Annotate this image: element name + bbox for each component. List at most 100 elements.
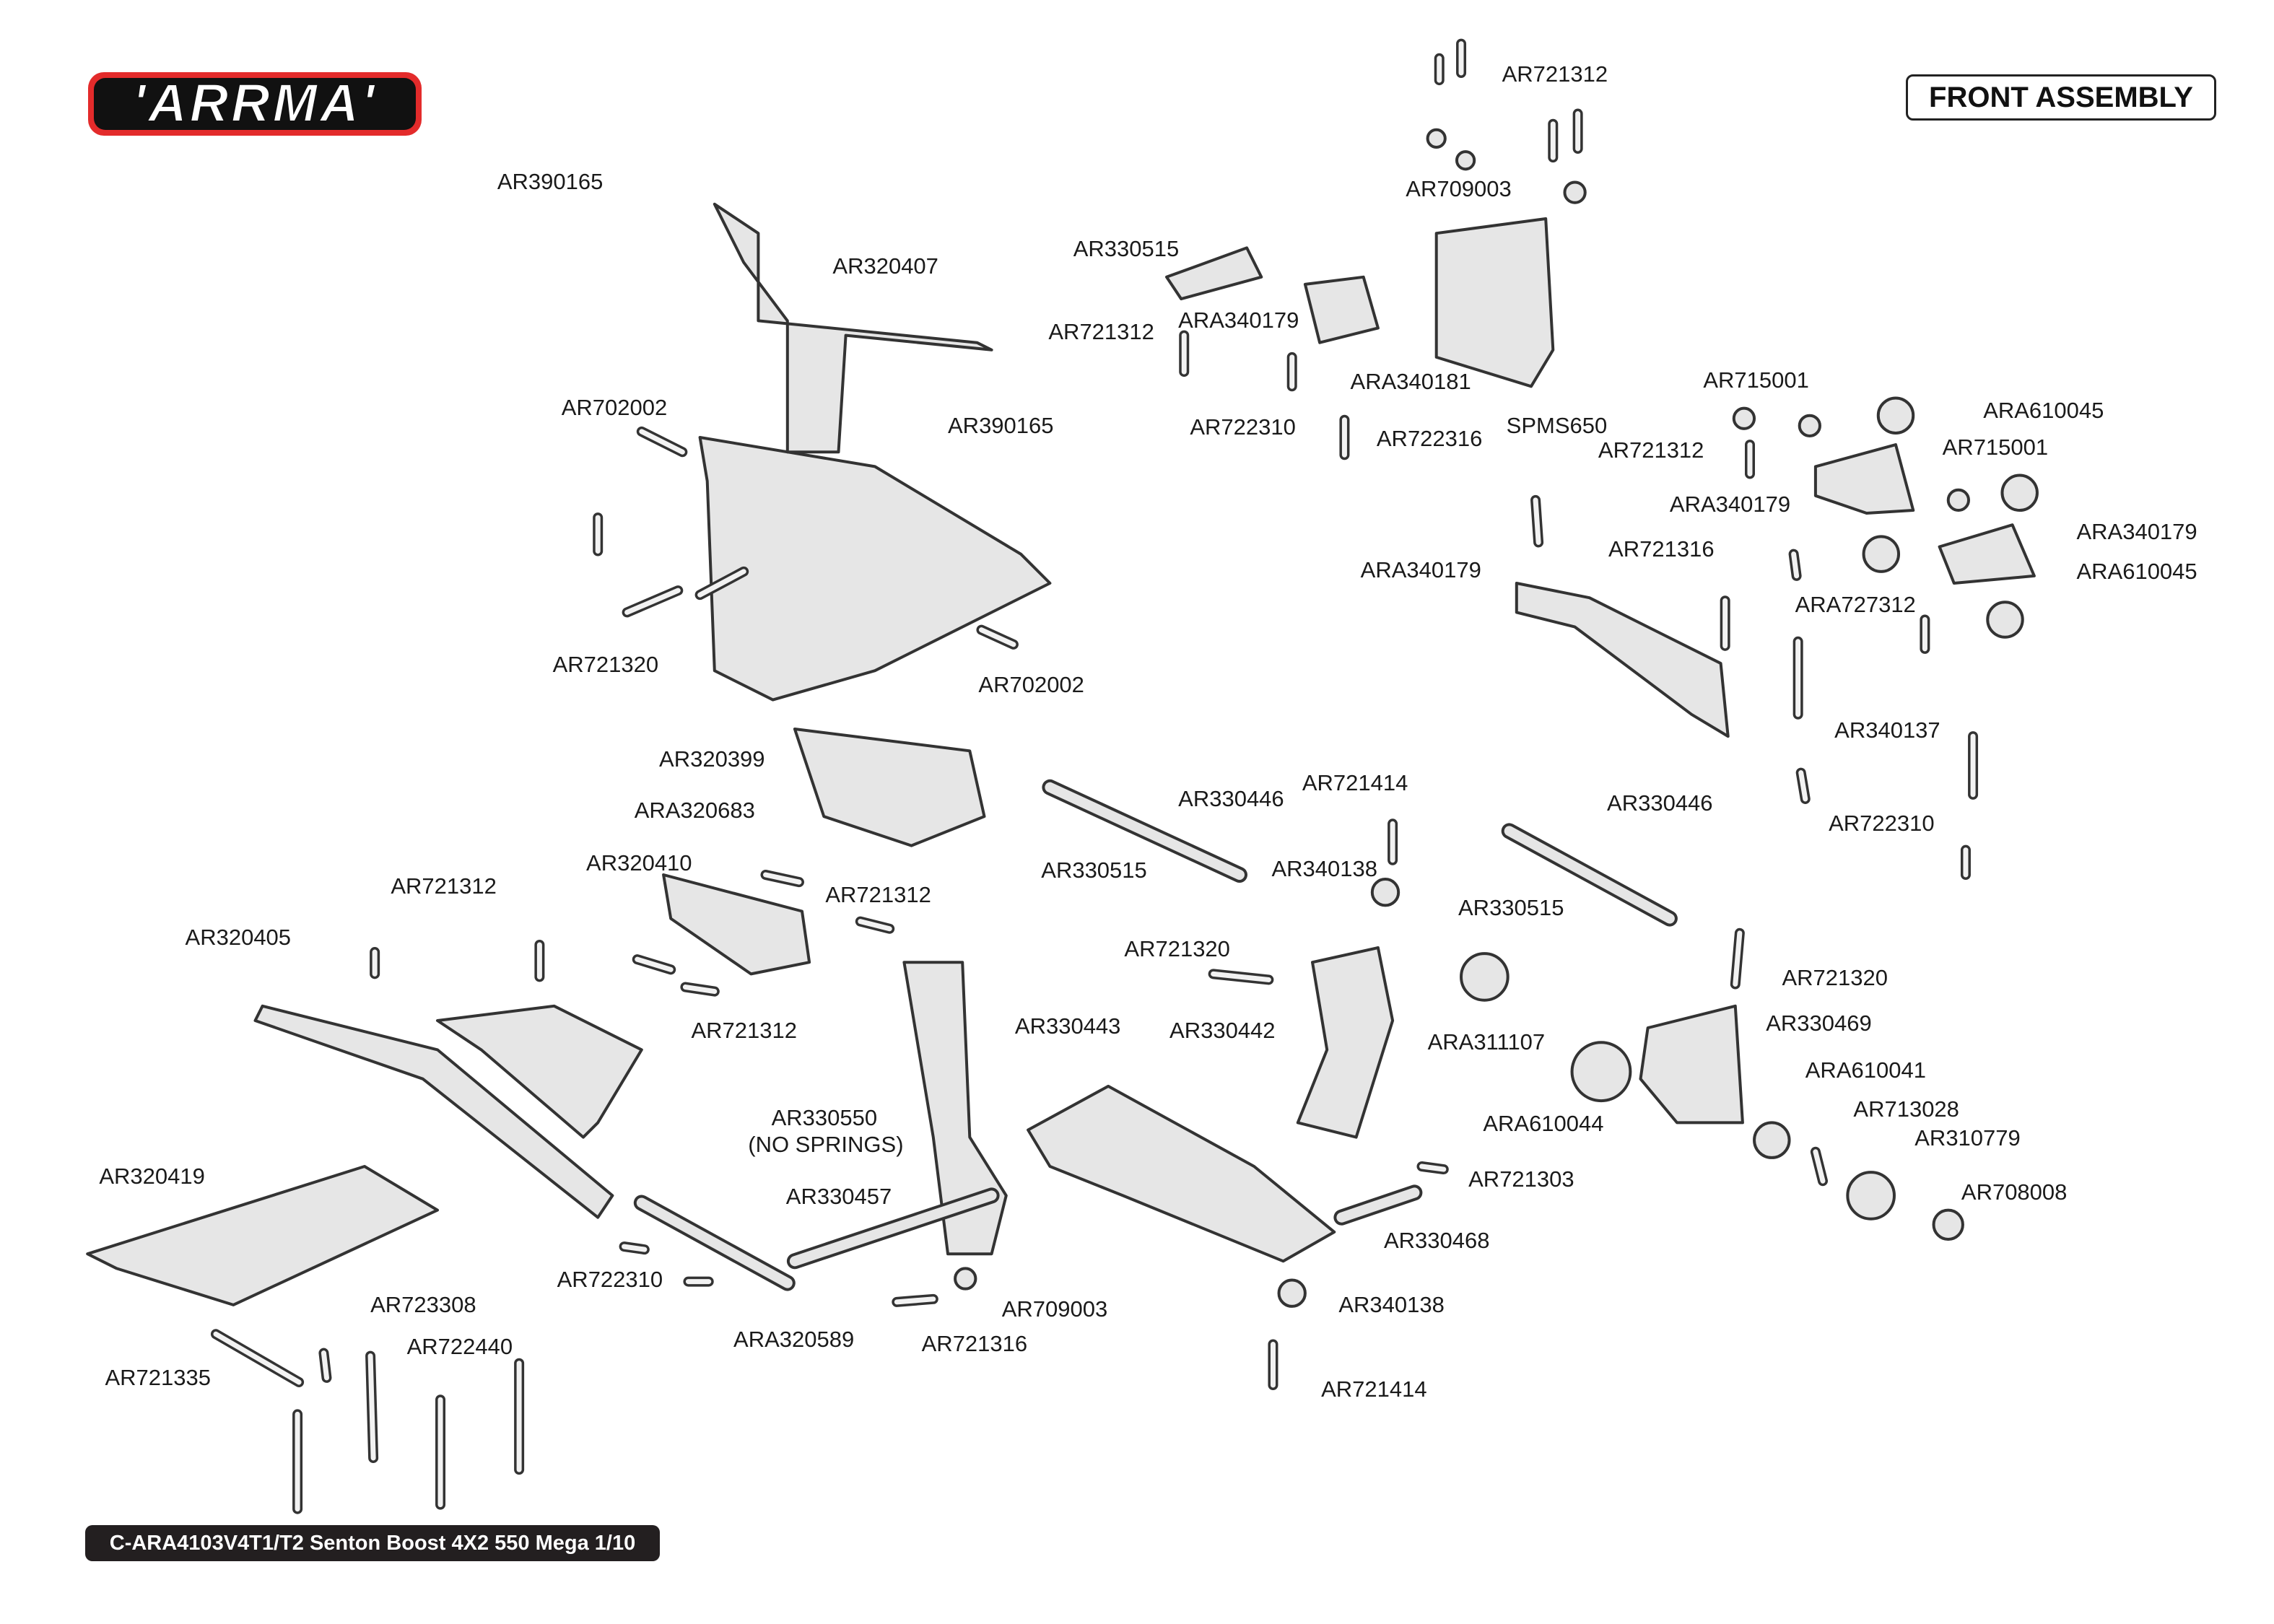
bellcrank-right [1938, 523, 2036, 585]
shock [902, 961, 1008, 1256]
part-label: ARA340179 [1360, 556, 1481, 582]
screw-shank [1211, 971, 1271, 982]
screw-shank [1533, 497, 1541, 545]
part-label: AR709003 [1406, 176, 1512, 202]
part-label: SPMS650 [1506, 412, 1608, 438]
part-label: ARA320683 [634, 797, 755, 823]
part-label: AR722310 [557, 1267, 663, 1293]
part-label: AR709003 [1001, 1296, 1108, 1322]
screw-shank [697, 569, 746, 598]
nut [1946, 488, 1971, 512]
screw-shank [321, 1350, 329, 1381]
washer [1426, 128, 1447, 149]
ball-stud [1460, 952, 1510, 1002]
servo [1434, 217, 1555, 388]
part-label: ARA340179 [1178, 307, 1299, 333]
bellcrank-left [1813, 443, 1915, 515]
bearing [2000, 473, 2039, 512]
part-label: AR713028 [1853, 1096, 1959, 1122]
part-label: AR722440 [406, 1334, 513, 1360]
part-label: AR721320 [1124, 935, 1230, 961]
part-label: AR721414 [1321, 1376, 1427, 1402]
part-label: AR702002 [978, 672, 1084, 698]
screw-shank [1733, 930, 1743, 987]
part-label: AR715001 [1703, 367, 1809, 393]
nut [1732, 406, 1756, 430]
svg-text:'ARRMA': 'ARRMA' [133, 73, 378, 133]
front-brace [662, 873, 811, 976]
hub-carrier [1639, 1004, 1744, 1125]
screw-shank [624, 588, 681, 615]
bearing [1753, 1121, 1791, 1159]
bushing [1370, 878, 1400, 907]
part-label: AR330457 [785, 1184, 892, 1210]
washer [1563, 180, 1587, 204]
nut [1932, 1208, 1964, 1241]
hex-hub [1846, 1171, 1896, 1221]
bearing [1862, 535, 1901, 573]
washer [1455, 150, 1476, 171]
part-label: AR721312 [825, 882, 931, 908]
part-label: AR320399 [659, 746, 765, 772]
part-label: AR721312 [1598, 437, 1704, 463]
part-label: ARA727312 [1795, 592, 1916, 618]
part-label: AR721414 [1302, 769, 1408, 795]
bearing [1876, 396, 1915, 435]
part-label: AR721312 [391, 873, 497, 899]
part-label: AR715001 [1942, 434, 2049, 460]
bearing [1986, 601, 2024, 639]
part-label: AR330446 [1178, 785, 1284, 811]
bushing [1277, 1278, 1307, 1308]
skid-plate [86, 1165, 439, 1306]
part-label: AR320405 [185, 924, 292, 950]
screw-shank [978, 627, 1016, 647]
part-label: AR390165 [497, 169, 604, 195]
part-label: AR721320 [552, 651, 659, 677]
bearing [1570, 1041, 1632, 1103]
part-label: (NO SPRINGS) [748, 1131, 904, 1157]
part-label: AR722310 [1190, 414, 1296, 440]
bumper-brace [436, 1004, 643, 1139]
arm-mount-plate-fill [636, 1197, 793, 1288]
screw-shank [1419, 1164, 1447, 1172]
lower-arm [1027, 1084, 1336, 1263]
part-label: AR702002 [561, 395, 668, 421]
body-mount [713, 202, 993, 454]
screw-shank [213, 1331, 302, 1385]
part-label: ARA610044 [1483, 1111, 1604, 1137]
hinge-pin-2-fill [1336, 1187, 1420, 1223]
screw-shank [1791, 551, 1800, 579]
tie-rod-left-fill [1045, 782, 1245, 880]
part-label: ARA340179 [2076, 519, 2197, 545]
part-label: AR722310 [1829, 811, 1935, 837]
tie-rod-right-fill [1504, 826, 1675, 924]
part-label: AR721312 [1048, 319, 1154, 345]
part-label: ARA340179 [1669, 491, 1791, 517]
part-label: ARA340181 [1350, 369, 1471, 395]
screw-shank [894, 1296, 936, 1305]
hinge-pin-fill [789, 1190, 997, 1267]
nut [1798, 414, 1821, 437]
part-label: AR340138 [1338, 1291, 1445, 1317]
screw-shank [1813, 1149, 1826, 1184]
part-label: AR721316 [921, 1331, 1028, 1357]
washer [954, 1267, 977, 1291]
screw-shank [682, 985, 718, 995]
model-footer: C-ARA4103V4T1/T2 Senton Boost 4X2 550 Me… [85, 1525, 660, 1591]
shock-tower [698, 436, 1052, 702]
part-label: ARA610045 [2076, 558, 2197, 584]
part-label: AR320407 [832, 253, 938, 279]
screw-shank [763, 872, 802, 885]
screw-shank [1798, 770, 1808, 802]
part-label: AR723308 [370, 1291, 476, 1317]
part-label: AR330550 [771, 1105, 878, 1131]
part-label: AR721335 [105, 1364, 211, 1390]
part-label: AR340137 [1834, 717, 1940, 743]
screw-shank [639, 429, 685, 455]
screw-shank [858, 919, 892, 932]
part-label: AR330515 [1041, 857, 1147, 883]
part-label: ARA320589 [733, 1327, 855, 1353]
arrma-logo: 'ARRMA' [88, 72, 422, 136]
part-label: AR330442 [1169, 1017, 1276, 1043]
